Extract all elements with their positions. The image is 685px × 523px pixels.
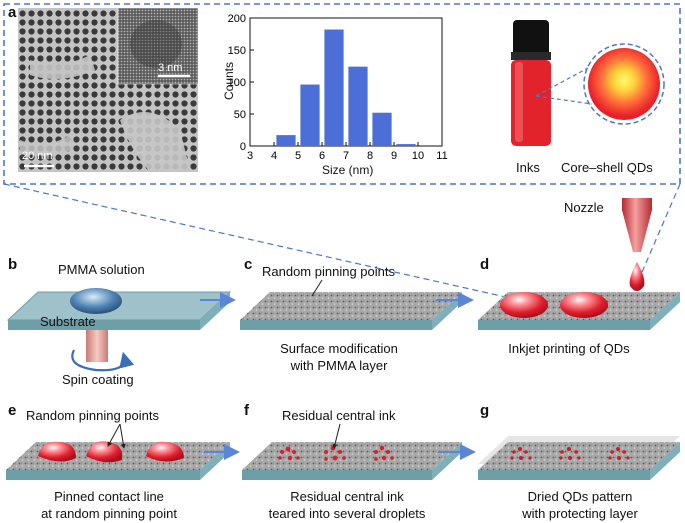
panel-label-f: f [244, 402, 249, 419]
nozzle [622, 198, 652, 210]
caption-g-line1: Dried QDs pattern [527, 489, 633, 504]
x-tick-label: 4 [271, 150, 277, 162]
nozzle-label: Nozzle [564, 200, 604, 215]
caption-c-line1: Surface modification [280, 341, 398, 356]
pmma-solution-label: PMMA solution [58, 262, 145, 277]
zoom-line-left [3, 183, 511, 299]
inks-label: Inks [516, 160, 540, 175]
plot-frame [249, 17, 443, 147]
x-tick-label: 6 [319, 150, 325, 162]
panel-f-diagram [242, 423, 462, 480]
qds-label: Core–shell QDs [561, 160, 653, 175]
x-tick-label: 9 [391, 150, 397, 162]
panel-label-c: c [244, 256, 253, 273]
panel-label-d: d [480, 256, 490, 273]
residual-ink-label: Residual central ink [282, 408, 396, 423]
caption-f: Residual central ink teared into several… [252, 488, 442, 522]
x-tick-label: 3 [247, 150, 253, 162]
tem-image [18, 7, 199, 172]
caption-d: Inkjet printing of QDs [508, 341, 630, 356]
caption-f-line2: teared into several droplets [268, 506, 426, 521]
spin-coating-label: Spin coating [62, 372, 134, 387]
ink-vial [511, 20, 551, 146]
histogram-bar [372, 112, 392, 146]
x-tick-label: 7 [343, 150, 349, 162]
histogram: 3 4 5 6 7 8 9 10 11 0 50 100 150 200 [228, 13, 448, 162]
caption-e-line2: at random pinning point [41, 506, 177, 521]
caption-g-line2: with protecting layer [522, 506, 638, 521]
histogram-bar [276, 135, 296, 146]
y-axis-label: Counts [222, 61, 236, 100]
x-tick-label: 8 [367, 150, 373, 162]
tem-inset [117, 7, 199, 85]
panel-b-diagram [6, 288, 232, 372]
pinning-points-label-c: Random pinning points [262, 264, 395, 279]
x-tick-label: 11 [436, 150, 447, 162]
y-tick-label: 100 [228, 77, 246, 89]
y-tick-label: 50 [234, 109, 246, 121]
panel-label-e: e [8, 402, 17, 419]
histogram-bar [300, 84, 320, 146]
y-tick-label: 150 [228, 45, 246, 57]
x-axis-label: Size (nm) [322, 163, 374, 177]
caption-c-line2: with PMMA layer [290, 358, 388, 373]
scale-label-inset: 3 nm [158, 62, 183, 74]
histogram-bar [348, 66, 368, 146]
panel-e-diagram [6, 423, 230, 480]
substrate-label: Substrate [40, 314, 96, 329]
caption-f-line1: Residual central ink [290, 489, 404, 504]
panel-d-diagram [478, 198, 680, 330]
pinning-points-label-e: Random pinning points [26, 408, 159, 423]
x-tick-label: 5 [295, 150, 301, 162]
histogram-bar [324, 29, 344, 146]
falling-droplet [629, 262, 645, 291]
panel-label-b: b [8, 256, 18, 273]
caption-e: Pinned contact line at random pinning po… [14, 488, 204, 522]
y-tick-label: 0 [240, 141, 246, 153]
histogram-bar [396, 144, 416, 146]
caption-c: Surface modification with PMMA layer [254, 340, 424, 374]
panel-label-a: a [8, 4, 17, 21]
caption-e-line1: Pinned contact line [54, 489, 164, 504]
panel-g-diagram [478, 436, 680, 480]
panel-c-diagram [240, 279, 462, 330]
scale-label-main: 20 nm [22, 150, 53, 162]
panel-a-frame [3, 3, 681, 185]
x-tick-label: 10 [412, 150, 424, 162]
core-shell-qd [535, 43, 665, 125]
y-tick-label: 200 [228, 13, 246, 25]
panel-label-g: g [480, 402, 490, 419]
caption-g: Dried QDs pattern with protecting layer [490, 488, 670, 522]
